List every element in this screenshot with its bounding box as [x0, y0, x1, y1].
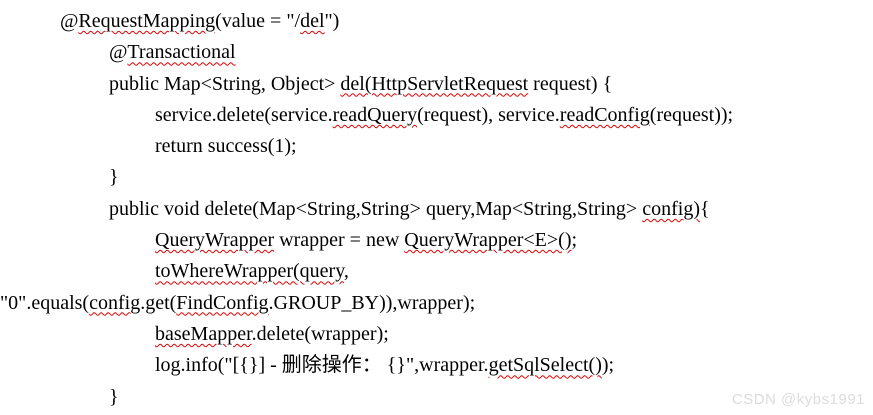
misspelled-token: RequestMapping	[78, 10, 216, 32]
misspelled-token: QueryWrapper<E>()	[404, 229, 572, 252]
code-text: );	[601, 354, 615, 377]
code-line: public Map<String, Object> del(HttpServl…	[0, 69, 873, 100]
code-line: QueryWrapper wrapper = new QueryWrapper<…	[0, 225, 873, 256]
code-text: (request));	[649, 103, 734, 126]
code-line: public void delete(Map<String,String> qu…	[0, 194, 873, 225]
misspelled-token: baseMapper	[155, 322, 252, 345]
code-text: @	[109, 41, 128, 64]
code-line: return success(1);	[0, 131, 873, 162]
code-line: @Transactional	[0, 37, 873, 68]
code-text: .get(	[140, 291, 177, 314]
misspelled-token: config	[89, 291, 141, 314]
csdn-watermark: CSDN @kybs1991	[731, 391, 865, 408]
code-line: }	[0, 382, 873, 413]
code-text: public void delete(Map<String,String> qu…	[109, 197, 643, 220]
misspelled-token: toWhereWrapper(query	[155, 260, 344, 283]
code-text: return success(1);	[155, 135, 297, 158]
code-line: "0".equals(config.get(FindConfig.GROUP_B…	[0, 288, 873, 319]
misspelled-token: del	[300, 10, 325, 32]
misspelled-token: readQuery	[332, 103, 418, 126]
code-line: @RequestMapping(value = "/del")	[0, 6, 873, 37]
code-line: toWhereWrapper(query,	[0, 256, 873, 287]
code-text: }	[109, 385, 119, 408]
code-text: .delete(wrapper);	[251, 322, 389, 345]
code-text: request) {	[528, 72, 613, 95]
code-line: log.info("[{}] - 删除操作： {}",wrapper.getSq…	[0, 350, 873, 381]
code-line: }	[0, 162, 873, 193]
code-text: ;	[571, 229, 578, 252]
code-text: {	[699, 197, 710, 220]
code-text: "0".equals(	[0, 291, 90, 314]
code-text: }	[109, 166, 119, 189]
code-text: @	[60, 10, 79, 32]
code-text: log.info("[{}] - 删除操作： {}",wrapper.	[155, 354, 489, 377]
code-line: baseMapper.delete(wrapper);	[0, 319, 873, 350]
code-text: ,	[343, 260, 349, 283]
misspelled-token: readConfig	[559, 103, 650, 126]
misspelled-token: QueryWrapper	[155, 229, 275, 252]
code-text: service.delete(service.	[155, 103, 333, 126]
misspelled-token: getSqlSelect()	[488, 354, 602, 377]
code-text: (value = "/	[215, 10, 301, 32]
code-text: (request), service.	[417, 103, 560, 126]
misspelled-token: Transactional	[127, 41, 236, 64]
code-text: .GROUP_BY)),wrapper);	[268, 291, 476, 314]
code-text: public Map<String, Object>	[109, 72, 341, 95]
misspelled-token: FindConfig	[176, 291, 269, 314]
misspelled-token: config)	[642, 197, 700, 220]
code-text: ")	[324, 10, 340, 32]
misspelled-token: del(HttpServletRequest	[340, 72, 529, 95]
code-line: service.delete(service.readQuery(request…	[0, 100, 873, 131]
code-text: wrapper = new	[274, 229, 405, 252]
